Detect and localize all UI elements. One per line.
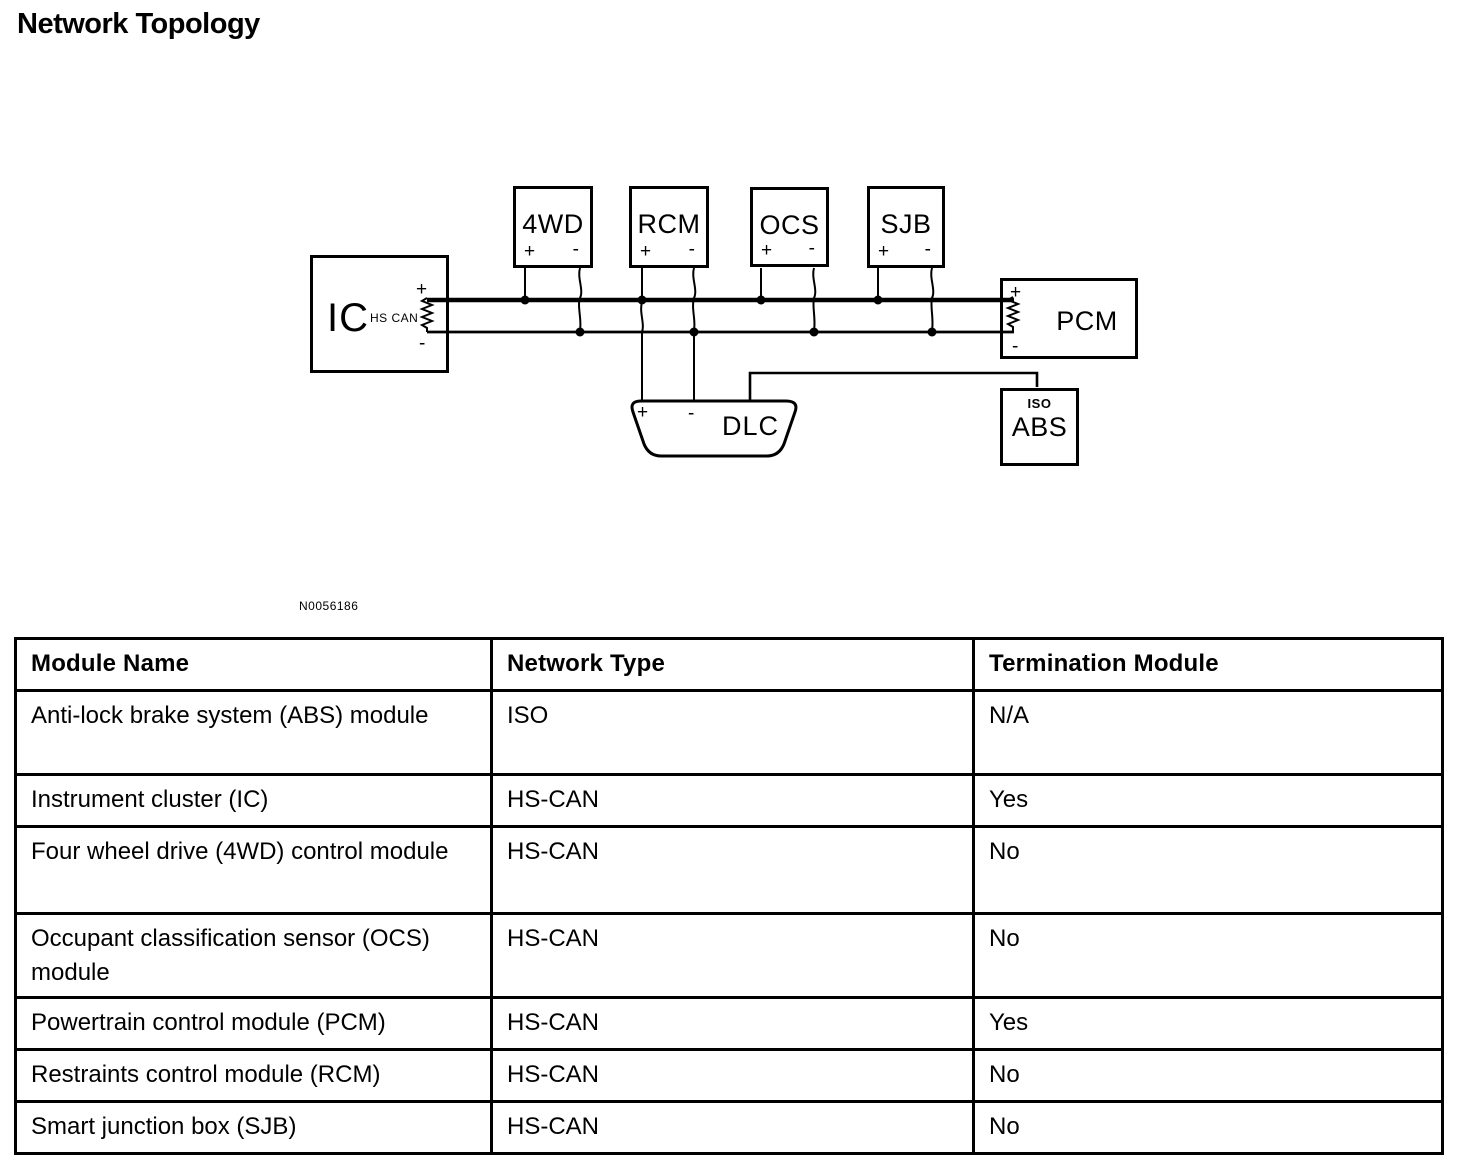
table-row: Four wheel drive (4WD) control module HS… [14, 825, 1444, 915]
column-header-termination-module: Termination Module [972, 637, 1444, 692]
wiring-artwork [419, 267, 1039, 458]
table-row: Anti-lock brake system (ABS) module ISO … [14, 689, 1444, 776]
cell-termination: No [972, 825, 1444, 915]
junction-dot [756, 295, 766, 305]
junction-dot [809, 327, 819, 337]
cell-network-type: HS-CAN [490, 1048, 975, 1103]
sjb-plus-terminal-label: + [878, 241, 890, 262]
dlc-plus-terminal-label: + [637, 402, 649, 423]
junction-dot [927, 327, 937, 337]
dlc-plus-lead [640, 301, 644, 401]
dlc-minus-terminal-label: - [688, 403, 695, 424]
table-row: Smart junction box (SJB) HS-CAN No [14, 1100, 1444, 1155]
cell-module-name: Smart junction box (SJB) [14, 1100, 493, 1155]
table-row: Instrument cluster (IC) HS-CAN Yes [14, 773, 1444, 828]
cell-network-type: HS-CAN [490, 996, 975, 1051]
4wd-minus-terminal-label: - [572, 239, 579, 260]
ic-hs-can-label: HS CAN [370, 311, 419, 325]
cell-termination: N/A [972, 689, 1444, 776]
4wd-plus-terminal-label: + [524, 241, 536, 262]
abs-label: ABS [1011, 412, 1068, 442]
junction-dot [873, 295, 883, 305]
junction-dot [575, 327, 585, 337]
abs-module-box: ISO ABS [1000, 388, 1079, 466]
4wd-label: 4WD [522, 209, 584, 239]
cell-module-name: Powertrain control module (PCM) [14, 996, 493, 1051]
ocs-minus-terminal-label: - [808, 238, 815, 259]
dlc-label: DLC [722, 411, 780, 441]
ocs-label: OCS [759, 210, 820, 240]
cell-termination: No [972, 912, 1444, 999]
sjb-label: SJB [880, 209, 932, 239]
cell-termination: No [972, 1100, 1444, 1155]
cell-module-name: Instrument cluster (IC) [14, 773, 493, 828]
cell-termination: Yes [972, 773, 1444, 828]
ic-label: IC [327, 296, 369, 340]
rcm-label: RCM [637, 209, 701, 239]
table-row: Restraints control module (RCM) HS-CAN N… [14, 1048, 1444, 1103]
cell-termination: No [972, 1048, 1444, 1103]
sjb-minus-terminal-label: - [924, 239, 931, 260]
junction-dot [689, 327, 699, 337]
cell-network-type: ISO [490, 689, 975, 776]
ic-plus-terminal-label: + [416, 279, 428, 300]
table-header-row: Module Name Network Type Termination Mod… [14, 637, 1444, 692]
ic-module-box: IC HS CAN + - [310, 255, 449, 373]
network-topology-diagram: IC HS CAN + - 4WD + - RCM + - OCS + - SJ… [310, 186, 1138, 466]
cell-network-type: HS-CAN [490, 825, 975, 915]
cell-termination: Yes [972, 996, 1444, 1051]
junction-dot [637, 295, 647, 305]
abs-iso-label: ISO [1027, 396, 1052, 411]
ocs-minus-lead [812, 267, 817, 331]
table-row: Occupant classification sensor (OCS) mod… [14, 912, 1444, 999]
rcm-minus-lead [692, 267, 697, 331]
sjb-minus-lead [930, 267, 935, 331]
column-header-network-type: Network Type [490, 637, 975, 692]
pcm-plus-terminal-label: + [1010, 282, 1022, 303]
cell-module-name: Occupant classification sensor (OCS) mod… [14, 912, 493, 999]
rcm-minus-terminal-label: - [688, 239, 695, 260]
4wd-module-box: 4WD + - [513, 186, 593, 268]
iso-line-dlc-to-abs [748, 371, 1039, 401]
column-header-module-name: Module Name [14, 637, 493, 692]
cell-module-name: Anti-lock brake system (ABS) module [14, 689, 493, 776]
pcm-minus-terminal-label: - [1012, 336, 1019, 357]
sjb-module-box: SJB + - [867, 186, 945, 268]
pcm-module-box: PCM + - [1000, 278, 1138, 359]
table-row: Powertrain control module (PCM) HS-CAN Y… [14, 996, 1444, 1051]
cell-network-type: HS-CAN [490, 912, 975, 999]
ic-minus-terminal-label: - [419, 333, 426, 354]
figure-number: N0056186 [299, 599, 359, 613]
ocs-plus-terminal-label: + [761, 240, 773, 261]
cell-network-type: HS-CAN [490, 773, 975, 828]
cell-network-type: HS-CAN [490, 1100, 975, 1155]
cell-module-name: Four wheel drive (4WD) control module [14, 825, 493, 915]
module-network-table: Module Name Network Type Termination Mod… [14, 637, 1444, 1155]
cell-module-name: Restraints control module (RCM) [14, 1048, 493, 1103]
pcm-label: PCM [1056, 306, 1118, 336]
ocs-module-box: OCS + - [750, 187, 829, 267]
page-title: Network Topology [17, 8, 260, 40]
rcm-plus-terminal-label: + [640, 241, 652, 262]
junction-dot [520, 295, 530, 305]
rcm-module-box: RCM + - [629, 186, 709, 268]
4wd-minus-lead [578, 267, 583, 331]
